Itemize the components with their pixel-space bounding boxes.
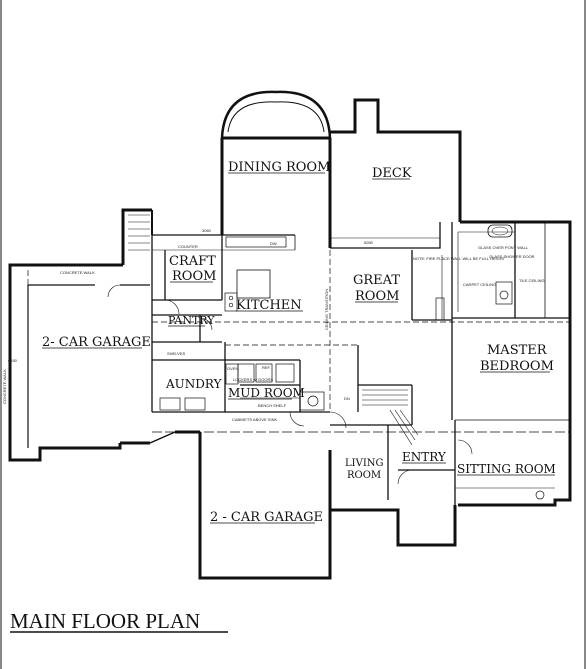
room-label-mud-room: MUD ROOM	[228, 386, 305, 400]
note-window-6030: 6030	[8, 358, 18, 363]
note-glass-shower-door: GLASS SHOWER DOOR	[489, 254, 535, 259]
room-label-laundry: AUNDRY	[165, 377, 223, 391]
note-oven: OVEN	[227, 366, 238, 371]
room-label-great-room-line2: ROOM	[355, 289, 399, 304]
room-label-craft-room-line2: ROOM	[172, 269, 216, 284]
note-dishwasher: DW	[270, 241, 277, 246]
note-carpet-ceiling: CARPET CEILING	[463, 282, 496, 287]
room-label-craft-room-line1: CRAFT	[169, 254, 216, 269]
note-dn: DN	[344, 396, 350, 401]
room-label-garage-left: 2- CAR GARAGE	[42, 335, 151, 350]
note-cabinets-above-sink: CABINETS ABOVE SINK	[232, 417, 277, 422]
fixtures	[159, 236, 545, 500]
note-bench-shelf: BENCH SHELF	[258, 403, 287, 408]
room-label-dining-room: DINING ROOM	[228, 160, 330, 175]
door-swings	[107, 284, 473, 485]
room-label-living-room-line1: LIVING	[345, 458, 384, 469]
room-label-kitchen: KITCHEN	[236, 298, 302, 313]
room-label-deck: DECK	[372, 166, 412, 181]
note-ceiling-transition: CEILING TRANSITION	[324, 289, 329, 330]
note-window-5050: 5050	[364, 240, 374, 245]
note-concrete-walk-top: CONCRETE WALK	[60, 270, 95, 275]
note-fire-place: NOTE: FIRE PLACE WALL WILL BE FULL HEIGH…	[413, 256, 506, 261]
room-label-master-bedroom-line1: MASTER	[487, 343, 548, 358]
note-glass-over-pony-wall: GLASS OVER PONY WALL	[478, 245, 529, 250]
note-tile-ceiling: TILE CEILING	[519, 278, 545, 283]
room-label-great-room-line1: GREAT	[353, 273, 400, 288]
room-label-entry: ENTRY	[402, 450, 447, 464]
note-shelves: SHELVES	[167, 351, 185, 356]
room-label-living-room-line2: ROOM	[347, 470, 381, 481]
note-refrigerator: REF.	[262, 365, 271, 370]
stairs	[128, 214, 419, 446]
note-counter: COUNTER	[178, 244, 198, 249]
exterior-walls	[8, 90, 572, 580]
room-label-pantry: PANTRY	[168, 314, 215, 327]
note-lockers: LOCKERS w/ DOORS	[233, 377, 273, 382]
room-label-garage-bottom: 2 - CAR GARAGE	[210, 510, 323, 525]
plan-title: MAIN FLOOR PLAN	[10, 609, 200, 633]
note-window-3060: 3060	[202, 228, 212, 233]
dashed-lines	[27, 250, 570, 433]
room-label-master-bedroom-line2: BEDROOM	[480, 359, 554, 374]
note-concrete-walk-left: CONCRETE WALK	[2, 369, 7, 404]
room-label-sitting-room: SITTING ROOM	[457, 462, 556, 476]
